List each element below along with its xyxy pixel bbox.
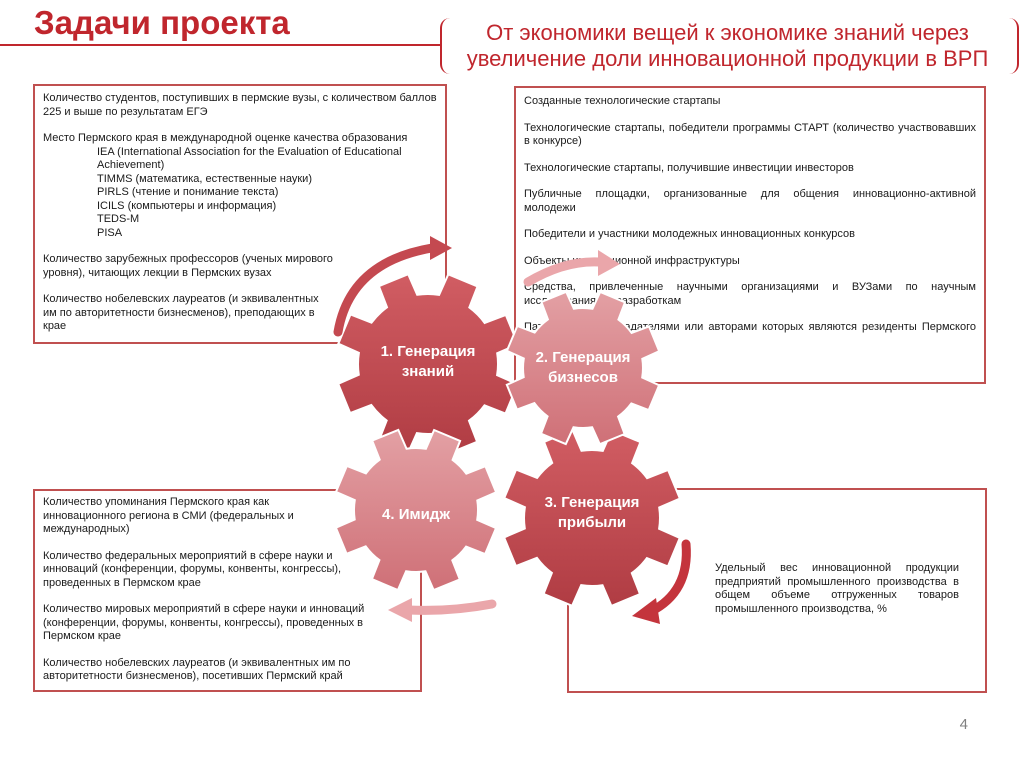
- list-item: Технологические стартапы, получившие инв…: [524, 161, 854, 174]
- indicator-text: Количество упоминания Пермского края как…: [43, 496, 294, 535]
- list-item: Патенты, правообладателями или авторами …: [524, 321, 976, 347]
- gear-knowledge-label-line2: знаний: [402, 363, 454, 380]
- indicator-text: Количество нобелевских лауреатов (и экви…: [43, 656, 351, 683]
- indicator-text: Количество нобелевских лауреатов (и экви…: [43, 293, 319, 332]
- list-item: IEA (International Association for the E…: [97, 145, 402, 172]
- business-indicators-box: Созданные технологические стартапы Техно…: [514, 86, 986, 384]
- indicator-text: Место Пермского края в международной оце…: [43, 132, 408, 144]
- list-item: ICILS (компьютеры и информация): [97, 199, 277, 212]
- indicator-text: Количество студентов, поступивших в перм…: [43, 92, 437, 118]
- knowledge-indicators-box: Количество студентов, поступивших в перм…: [33, 84, 447, 344]
- image-indicators-box: Количество упоминания Пермского края как…: [33, 489, 422, 692]
- gear-knowledge-label-line1: 1. Генерация: [381, 343, 476, 360]
- list-item: Созданные технологические стартапы: [524, 95, 721, 107]
- list-item: Средства, привлеченные научными организа…: [524, 281, 976, 307]
- page-subtitle: От экономики вещей к экономике знаний че…: [466, 20, 989, 71]
- list-item: TIMMS (математика, естественные науки): [97, 172, 312, 185]
- profit-indicators-box: Удельный вес инновационной продукции пре…: [567, 488, 987, 693]
- list-item: TEDS-M: [97, 213, 140, 225]
- list-item: Победители и участники молодежных иннова…: [524, 228, 855, 240]
- list-item: Объекты инновационной инфраструктуры: [524, 254, 740, 267]
- list-item: PISA: [97, 226, 123, 239]
- indicator-text: Количество зарубежных профессоров (учены…: [43, 253, 333, 279]
- list-item: Технологические стартапы, победители про…: [524, 121, 976, 148]
- indicator-text: Количество федеральных мероприятий в сфе…: [43, 549, 342, 589]
- indicator-text: Удельный вес инновационной продукции пре…: [715, 562, 959, 615]
- list-item: Публичные площадки, организованные для о…: [524, 188, 976, 214]
- list-item: PIRLS (чтение и понимание текста): [97, 186, 279, 198]
- page-title: Задачи проекта: [34, 4, 290, 41]
- indicator-text: Количество мировых мероприятий в сфере н…: [43, 603, 365, 642]
- page-number: 4: [959, 716, 968, 733]
- subtitle-bracket: [440, 18, 1019, 74]
- title-underline: [0, 44, 440, 46]
